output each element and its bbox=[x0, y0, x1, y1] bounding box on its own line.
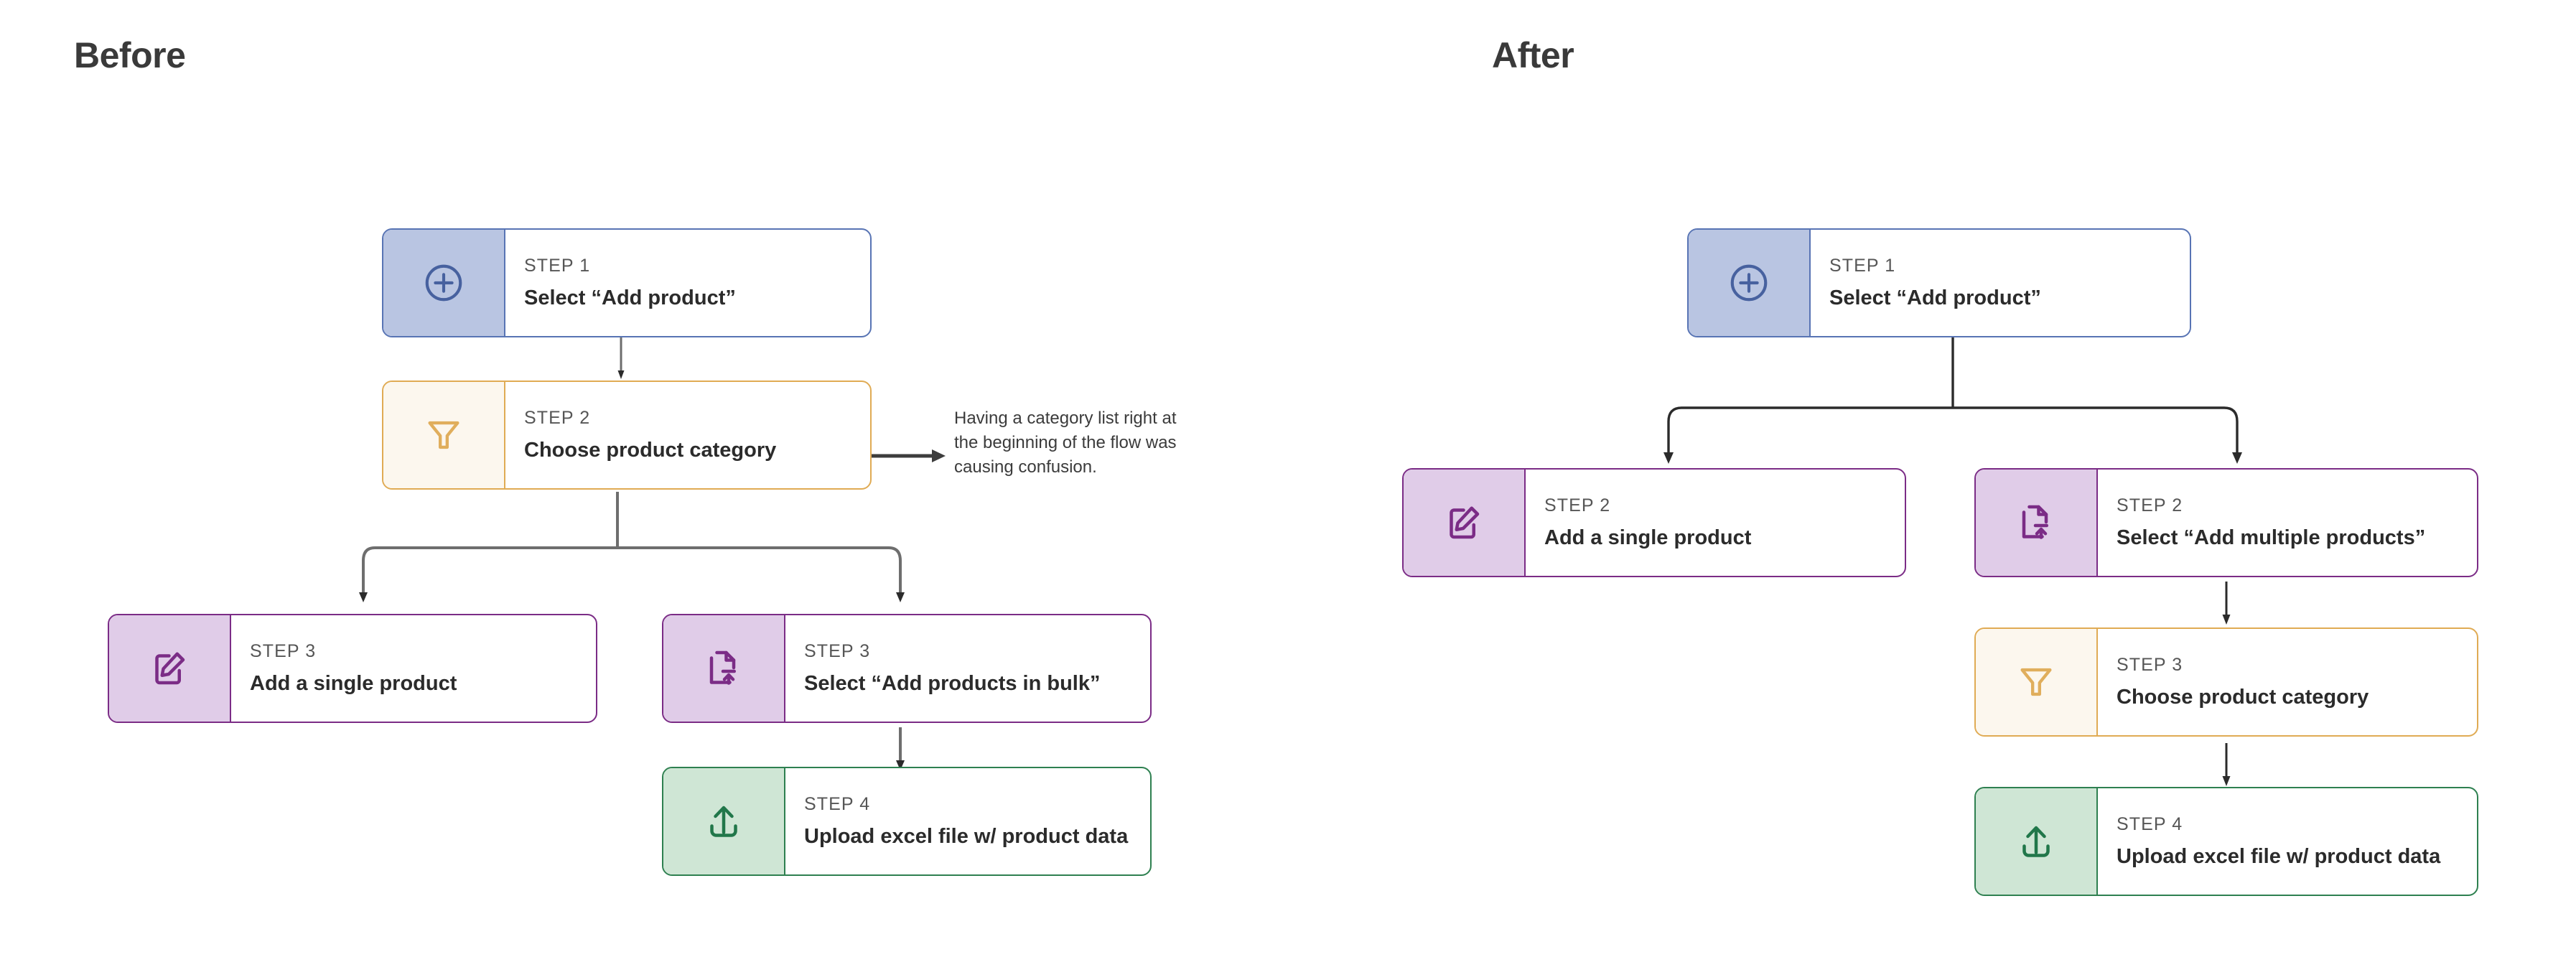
before-step-1-number: STEP 1 bbox=[524, 256, 591, 276]
file-upload-icon bbox=[1976, 470, 2098, 576]
edit-document-icon bbox=[1404, 470, 1526, 576]
before-step-3-single-body: STEP 3 Add a single product bbox=[231, 615, 596, 722]
after-step-4-card[interactable]: STEP 4 Upload excel file w/ product data bbox=[1974, 787, 2478, 896]
before-connector-bulk-to-step4 bbox=[896, 727, 905, 772]
upload-arrow-icon bbox=[1976, 788, 2098, 895]
funnel-filter-icon bbox=[383, 382, 505, 488]
after-branch-step1-to-step2 bbox=[1663, 337, 2242, 468]
before-step-4-label: Upload excel file w/ product data bbox=[804, 824, 1129, 848]
after-step-3-label: Choose product category bbox=[2117, 685, 2369, 709]
after-step-3-number: STEP 3 bbox=[2117, 655, 2183, 676]
after-step-2-single-body: STEP 2 Add a single product bbox=[1526, 470, 1905, 576]
after-step-1-label: Select “Add product” bbox=[1829, 286, 2041, 309]
before-step-2-number: STEP 2 bbox=[524, 408, 591, 429]
before-step-4-body: STEP 4 Upload excel file w/ product data bbox=[785, 768, 1150, 874]
before-branch-step2-to-step3 bbox=[359, 492, 926, 607]
after-connector-step2-to-step3 bbox=[2222, 582, 2231, 626]
upload-arrow-icon bbox=[663, 768, 785, 874]
after-step-2-multiple-label: Select “Add multiple products” bbox=[2117, 526, 2426, 549]
before-step-1-card[interactable]: STEP 1 Select “Add product” bbox=[382, 228, 872, 337]
after-step-3-card[interactable]: STEP 3 Choose product category bbox=[1974, 627, 2478, 737]
before-step-3-bulk-number: STEP 3 bbox=[804, 641, 871, 662]
after-step-4-body: STEP 4 Upload excel file w/ product data bbox=[2098, 788, 2477, 895]
before-section-title: Before bbox=[74, 35, 186, 75]
plus-circle-icon bbox=[383, 230, 505, 336]
after-connector-step3-to-step4 bbox=[2222, 743, 2231, 788]
before-annotation-text: Having a category list right at the begi… bbox=[954, 409, 1177, 477]
after-step-2-multiple-card[interactable]: STEP 2 Select “Add multiple products” bbox=[1974, 468, 2478, 577]
after-step-2-multiple-body: STEP 2 Select “Add multiple products” bbox=[2098, 470, 2477, 576]
before-step-3-bulk-body: STEP 3 Select “Add products in bulk” bbox=[785, 615, 1150, 722]
after-step-1-card[interactable]: STEP 1 Select “Add product” bbox=[1687, 228, 2191, 337]
after-step-4-label: Upload excel file w/ product data bbox=[2117, 844, 2441, 868]
before-step-1-label: Select “Add product” bbox=[524, 286, 736, 309]
after-step-1-number: STEP 1 bbox=[1829, 256, 1896, 276]
before-step-2-label: Choose product category bbox=[524, 438, 777, 462]
before-step-2-body: STEP 2 Choose product category bbox=[505, 382, 870, 488]
before-step-3-bulk-card[interactable]: STEP 3 Select “Add products in bulk” bbox=[662, 614, 1152, 723]
after-step-2-single-number: STEP 2 bbox=[1544, 495, 1611, 516]
before-connector-step1-to-step2 bbox=[617, 336, 625, 381]
before-step-3-single-card[interactable]: STEP 3 Add a single product bbox=[108, 614, 597, 723]
before-step-1-body: STEP 1 Select “Add product” bbox=[505, 230, 870, 336]
file-upload-icon bbox=[663, 615, 785, 722]
after-step-2-single-card[interactable]: STEP 2 Add a single product bbox=[1402, 468, 1906, 577]
before-step-4-card[interactable]: STEP 4 Upload excel file w/ product data bbox=[662, 767, 1152, 876]
after-step-3-body: STEP 3 Choose product category bbox=[2098, 629, 2477, 735]
before-step-4-number: STEP 4 bbox=[804, 794, 871, 815]
after-step-2-multiple-number: STEP 2 bbox=[2117, 495, 2183, 516]
funnel-filter-icon bbox=[1976, 629, 2098, 735]
after-section-title: After bbox=[1492, 35, 1574, 75]
before-step-3-single-number: STEP 3 bbox=[250, 641, 317, 662]
edit-document-icon bbox=[109, 615, 231, 722]
plus-circle-icon bbox=[1689, 230, 1811, 336]
after-step-4-number: STEP 4 bbox=[2117, 814, 2183, 835]
before-step-2-card[interactable]: STEP 2 Choose product category bbox=[382, 381, 872, 490]
before-step-3-single-label: Add a single product bbox=[250, 671, 457, 695]
after-step-1-body: STEP 1 Select “Add product” bbox=[1811, 230, 2190, 336]
before-step-3-bulk-label: Select “Add products in bulk” bbox=[804, 671, 1101, 695]
after-step-2-single-label: Add a single product bbox=[1544, 526, 1752, 549]
